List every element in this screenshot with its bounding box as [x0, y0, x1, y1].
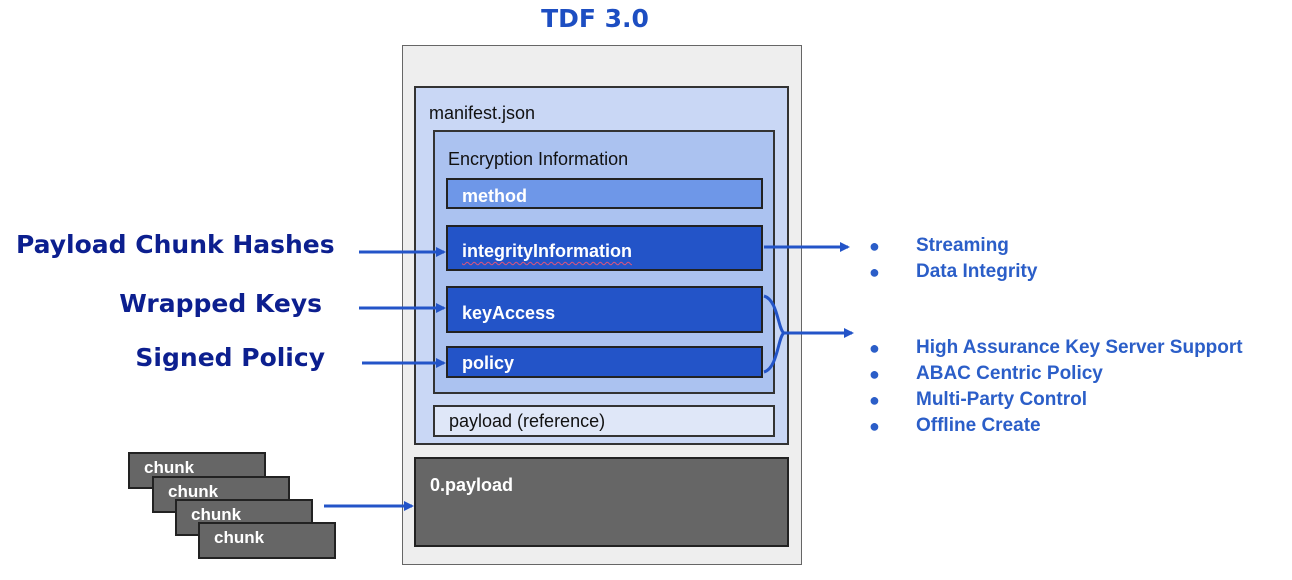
method-field: method [446, 178, 763, 209]
bullet-icon: ● [869, 416, 880, 436]
policy-field: policy [446, 346, 763, 378]
bullet-icon: ● [869, 338, 880, 358]
key-benefits-list: ●High Assurance Key Server Support ●ABAC… [869, 335, 1243, 439]
list-item: ●ABAC Centric Policy [869, 361, 1243, 387]
chunk-box: chunk [198, 522, 336, 559]
bullet-icon: ● [869, 364, 880, 384]
brace-key-policy [763, 294, 788, 374]
integrity-information-label: integrityInformation [462, 241, 632, 261]
manifest-label: manifest.json [429, 103, 536, 123]
payload-reference-box: payload (reference) [433, 405, 775, 437]
bullet-icon: ● [869, 236, 880, 256]
bullet-icon: ● [869, 390, 880, 410]
list-item: ●High Assurance Key Server Support [869, 335, 1243, 361]
key-access-field: keyAccess [446, 286, 763, 333]
list-item: ●Data Integrity [869, 259, 1037, 285]
label-wrapped-keys: Wrapped Keys [119, 289, 322, 318]
list-item: ●Offline Create [869, 413, 1243, 439]
list-item: ●Streaming [869, 233, 1037, 259]
diagram-title: TDF 3.0 [541, 4, 649, 33]
label-payload-chunk-hashes: Payload Chunk Hashes [16, 230, 335, 259]
label-signed-policy: Signed Policy [135, 343, 325, 372]
encryption-label: Encryption Information [448, 149, 629, 169]
payload-file-box: 0.payload [414, 457, 789, 547]
list-item: ●Multi-Party Control [869, 387, 1243, 413]
bullet-icon: ● [869, 262, 880, 282]
integrity-information-field: integrityInformation [446, 225, 763, 271]
integrity-benefits-list: ●Streaming ●Data Integrity [869, 233, 1037, 285]
